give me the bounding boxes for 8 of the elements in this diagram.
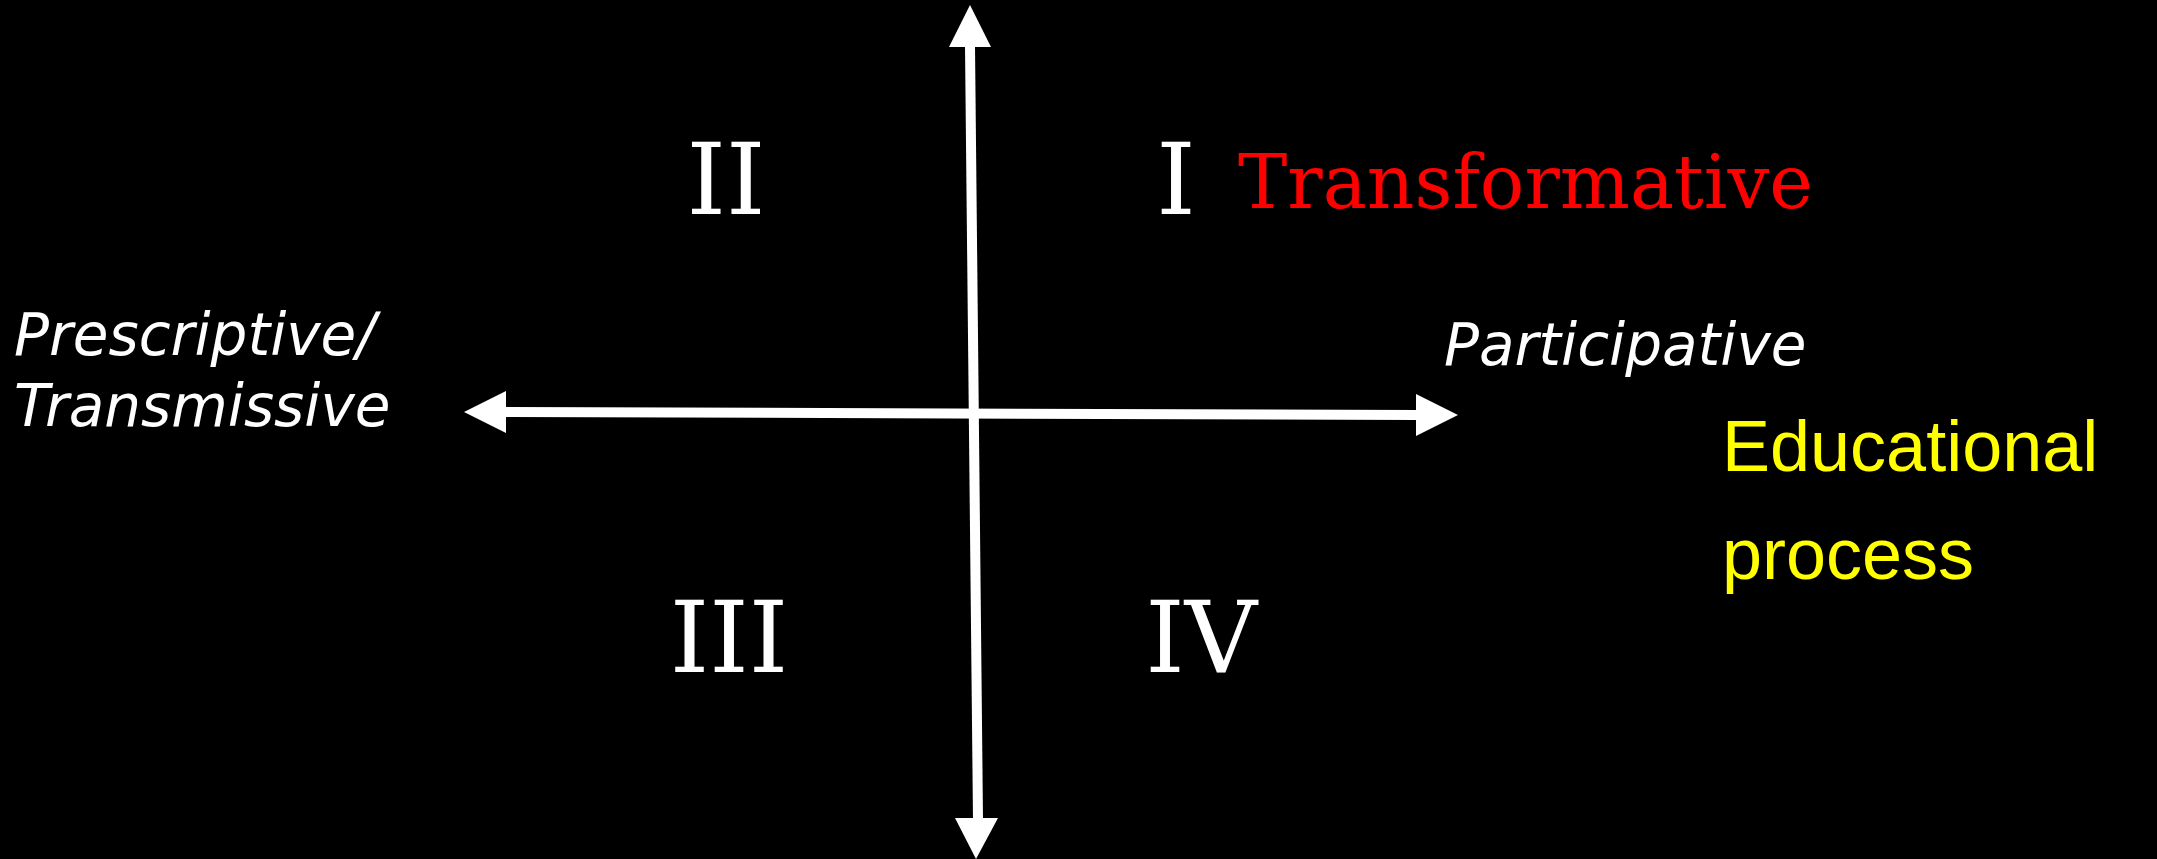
quadrant-numeral: II <box>686 121 766 237</box>
quadrant-numeral: III <box>669 579 789 695</box>
axis-title: Educational process <box>1722 405 2100 596</box>
quadrant-label: Transformative <box>1238 140 1814 226</box>
axis-label: Prescriptive/ Transmissive <box>14 300 392 442</box>
quadrant-numeral: IV <box>1145 579 1257 695</box>
axis-label: Participative <box>1444 312 1807 379</box>
quadrant-numeral: I <box>1156 121 1196 237</box>
